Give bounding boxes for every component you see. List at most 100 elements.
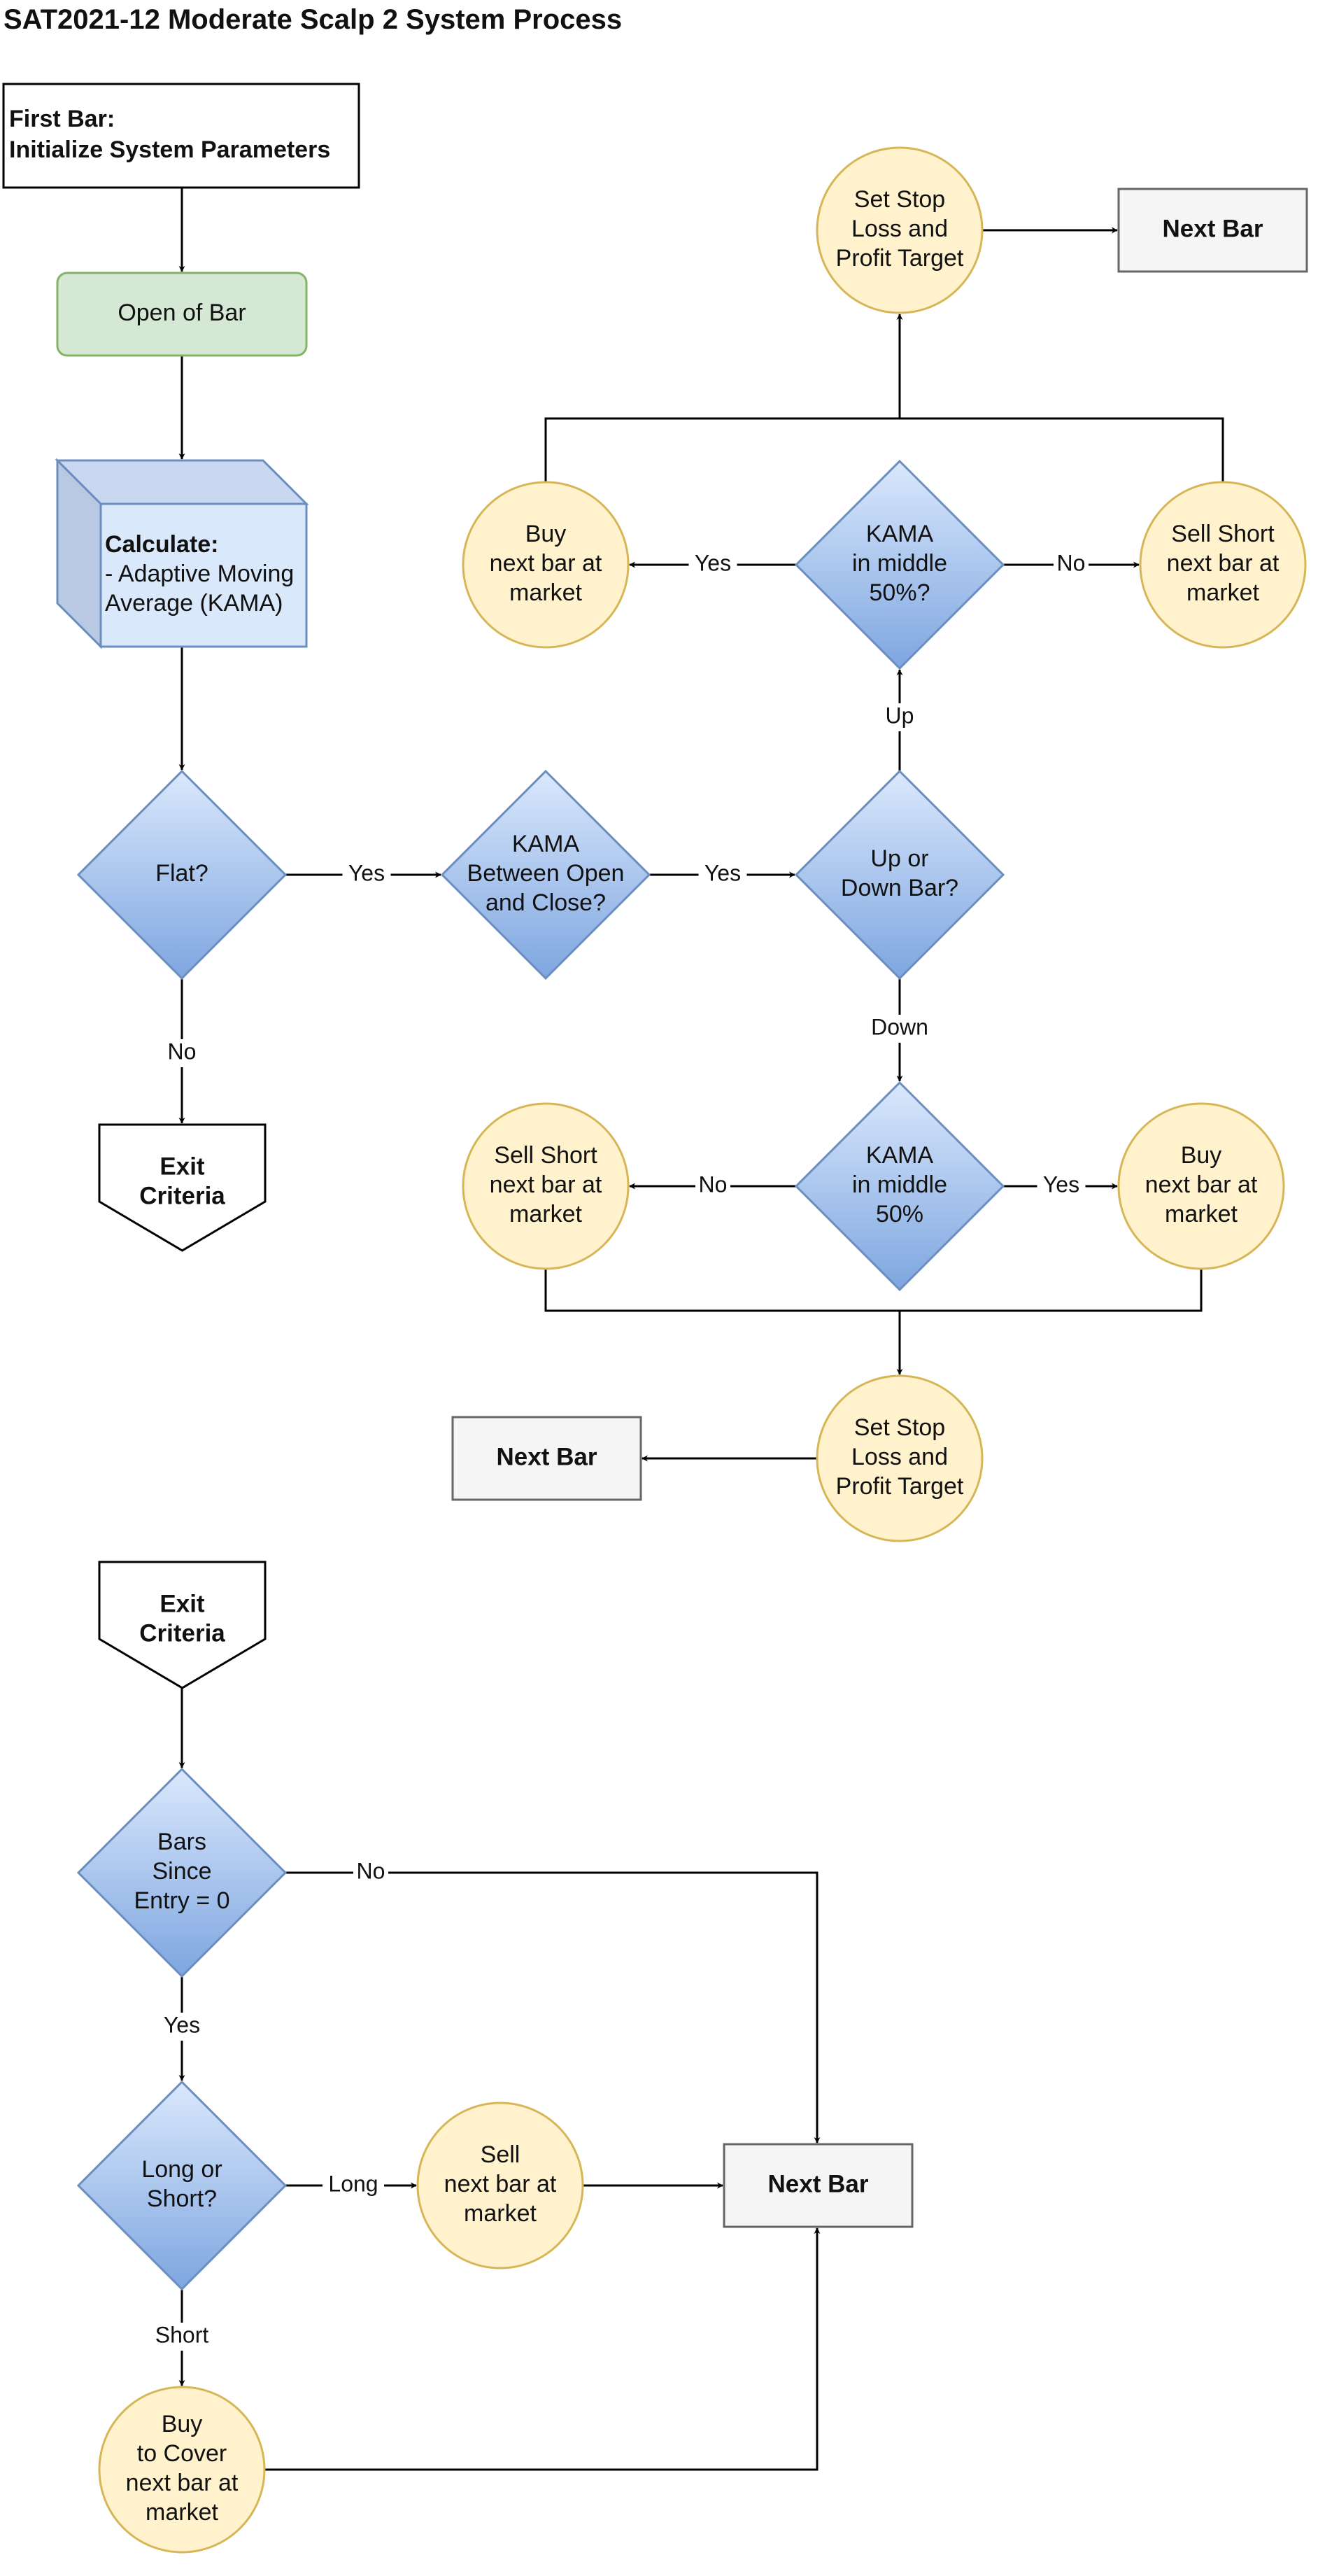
long-short-text-line: Short?	[147, 2186, 217, 2212]
edge-label-bars-since-yes: Yes	[164, 2012, 200, 2037]
exit-criteria-2-text-line: Exit	[160, 1590, 205, 1617]
bars-since-text-line: Since	[152, 1858, 211, 1885]
long-short-text-line: Long or	[141, 2156, 222, 2183]
edge-label-between-yes: Yes	[704, 860, 741, 885]
sell-short-top-text-line: next bar at	[1167, 550, 1280, 577]
buy-mid-circle	[1117, 1102, 1285, 1270]
edge-label-bg	[695, 1172, 730, 1200]
flat-text-line: Flat?	[155, 860, 208, 887]
up-down-text-line: Down Bar?	[841, 875, 958, 901]
edge-label-up: Up	[886, 703, 914, 728]
edge-mid-merge	[544, 1269, 1203, 1312]
exit-criteria-2-shape	[98, 1561, 267, 1689]
edge-label-middle-down-no: No	[699, 1171, 728, 1197]
first-bar-text-line: First Bar:	[9, 106, 115, 132]
buy-cover-text-line: next bar at	[126, 2470, 239, 2496]
bars-since-text-line: Entry = 0	[134, 1887, 229, 1914]
open-of-bar-box	[56, 272, 308, 357]
edge-label-bg	[144, 2323, 220, 2351]
kama-middle-up-text-line: KAMA	[866, 521, 934, 547]
sell-bottom-circle	[416, 2102, 584, 2269]
sell-bottom-text-line: Sell	[481, 2141, 520, 2168]
kama-between-text-line: Between Open	[467, 860, 625, 887]
up-down-diamond	[794, 769, 1005, 980]
kama-between-text-line: and Close?	[486, 889, 606, 916]
edge-top-merge	[544, 417, 1224, 482]
buy-top-text-line: next bar at	[490, 550, 602, 577]
edge-label-flat-no: No	[168, 1039, 197, 1064]
page-title: SAT2021-12 Moderate Scalp 2 System Proce…	[3, 4, 623, 35]
stop-mid-text-line: Profit Target	[836, 1473, 964, 1500]
stop-mid-text-line: Set Stop	[854, 1414, 945, 1441]
sell-bottom-text-line: market	[464, 2200, 537, 2227]
edge-label-bg	[353, 1859, 388, 1887]
edge-bars-no-to-next	[285, 1871, 821, 2144]
next-bar-top-box	[1117, 188, 1308, 273]
up-down: Up or Down Bar?	[794, 769, 1005, 980]
stop-mid-text-line: Loss and	[851, 1444, 948, 1470]
exit-criteria-1-text-line: Exit	[160, 1153, 205, 1180]
sell-short-mid-text-line: next bar at	[490, 1171, 602, 1198]
exit-criteria-1-shape	[98, 1123, 267, 1252]
first-bar: First Bar:Initialize System Parameters	[2, 83, 360, 189]
flat-diamond	[76, 769, 288, 980]
edge-label-flat-yes: Yes	[348, 860, 385, 885]
edge-label-short: Short	[155, 2322, 209, 2347]
edge-label-down: Down	[871, 1014, 928, 1039]
kama-middle-down-text-line: 50%	[876, 1201, 923, 1227]
sell-short-top-text-line: Sell Short	[1171, 521, 1275, 547]
long-short-diamond	[76, 2080, 288, 2291]
edge-label-middle-down-yes: Yes	[1043, 1171, 1079, 1197]
kama-between-text-line: KAMA	[512, 831, 580, 857]
edge-label-bg	[157, 2013, 206, 2041]
sell-short-mid-text-line: Sell Short	[494, 1142, 597, 1169]
bars-since-text-line: Bars	[157, 1829, 206, 1855]
nodes-layer: First Bar:Initialize System ParametersOp…	[2, 83, 1308, 2554]
edge-label-bg	[698, 861, 747, 889]
buy-top-text-line: market	[509, 579, 582, 606]
next-bar-top: Next Bar	[1117, 188, 1308, 273]
kama-middle-down-text-line: in middle	[852, 1171, 947, 1198]
sell-bottom-text-line: next bar at	[444, 2171, 557, 2197]
first-bar-box	[2, 83, 360, 189]
edge-label-bg	[342, 861, 391, 889]
next-bar-mid-text-line: Next Bar	[497, 1443, 597, 1470]
sell-short-top-text-line: market	[1186, 579, 1259, 606]
buy-cover-text-line: to Cover	[137, 2440, 227, 2467]
next-bar-top-text-line: Next Bar	[1163, 215, 1263, 242]
stop-top-text-line: Loss and	[851, 216, 948, 242]
sell-short-mid-circle	[462, 1102, 630, 1270]
buy-cover-text-line: market	[146, 2499, 218, 2526]
kama-middle-up-text-line: in middle	[852, 550, 947, 577]
edge-label-bg	[164, 1039, 199, 1067]
kama-middle-down-diamond	[794, 1081, 1005, 1292]
up-down-text-line: Up or	[870, 845, 928, 872]
stop-top-circle	[816, 146, 984, 314]
edge-label-bg	[688, 551, 737, 579]
next-bar-mid-box	[451, 1416, 642, 1501]
next-bar-mid: Next Bar	[451, 1416, 642, 1501]
edge-label-bg	[882, 703, 917, 731]
edge-label-bg	[1054, 551, 1089, 579]
open-of-bar: Open of Bar	[56, 272, 308, 357]
edge-buycover-to-next	[264, 2227, 821, 2471]
sell-short-mid-text-line: market	[509, 1201, 582, 1227]
next-bar-bottom-box	[723, 2143, 914, 2228]
calculate-text-line: Calculate:	[105, 531, 219, 558]
long-short: Long or Short?	[76, 2080, 288, 2291]
buy-cover-circle	[98, 2386, 266, 2554]
kama-middle-down-text-line: KAMA	[866, 1142, 934, 1169]
edge-label-bars-since-no: No	[357, 1858, 385, 1883]
